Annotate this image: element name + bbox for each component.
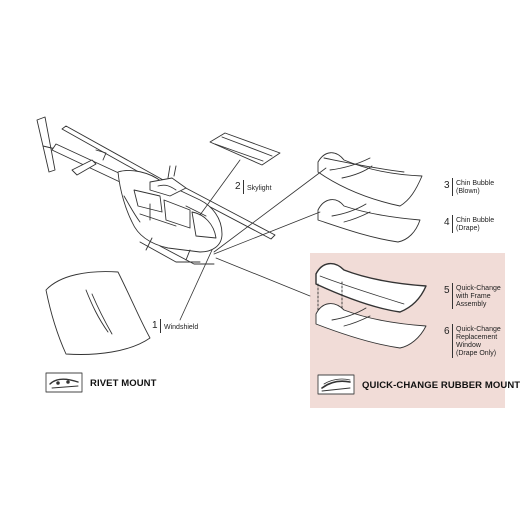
part-3-divider	[452, 178, 453, 196]
part-2-divider	[243, 180, 244, 194]
part-2-number: 2	[235, 181, 241, 192]
part-5-divider	[452, 283, 453, 309]
part-1-divider	[160, 319, 161, 333]
part-1-label: Windshield	[164, 324, 199, 331]
quick-change-frame-illustration	[315, 263, 427, 323]
windshield-illustration	[45, 271, 151, 355]
helicopter-illustration	[36, 116, 276, 265]
chin-bubble-drape-illustration	[317, 199, 421, 243]
part-5-label: Quick-Change with Frame Assembly	[456, 285, 501, 308]
part-6-divider	[452, 324, 453, 358]
leader-lines	[179, 159, 327, 321]
part-4-number: 4	[444, 217, 450, 228]
skylight-illustration	[209, 132, 281, 166]
chin-bubble-blown-illustration	[317, 152, 423, 207]
part-2-label: Skylight	[247, 185, 272, 192]
part-3-label: Chin Bubble (Blown)	[456, 180, 495, 195]
part-6-label: Quick-Change Replacement Window (Drape O…	[456, 326, 501, 357]
part-1-number: 1	[152, 320, 158, 331]
rubber-mount-icon	[317, 374, 355, 395]
part-5-number: 5	[444, 285, 450, 296]
part-4-divider	[452, 215, 453, 233]
quick-change-window-illustration	[315, 303, 427, 349]
part-3-number: 3	[444, 180, 450, 191]
quick-change-mount-title: QUICK-CHANGE RUBBER MOUNT	[362, 380, 521, 391]
part-4-label: Chin Bubble (Drape)	[456, 217, 495, 232]
part-6-number: 6	[444, 326, 450, 337]
rivet-mount-title: RIVET MOUNT	[90, 378, 157, 389]
rivet-mount-icon	[45, 372, 83, 393]
